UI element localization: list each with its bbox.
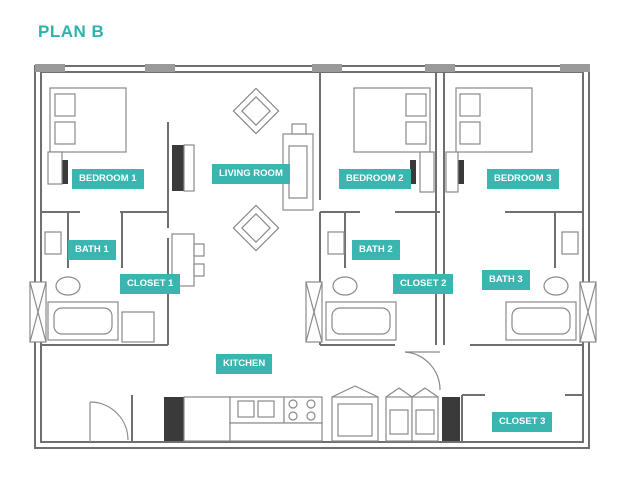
- plan-title: PLAN B: [38, 22, 105, 41]
- label-bath-3: BATH 3: [482, 270, 530, 290]
- label-living-room: LIVING ROOM: [212, 164, 290, 184]
- label-closet-1: CLOSET 1: [120, 274, 181, 294]
- label-closet-3: CLOSET 3: [492, 412, 553, 432]
- bath-2-fixtures: [305, 231, 397, 343]
- label-bedroom-3: BEDROOM 3: [487, 169, 559, 189]
- label-closet-2: CLOSET 2: [393, 274, 454, 294]
- bath-1-fixtures: [29, 231, 155, 343]
- label-kitchen: KITCHEN: [216, 354, 273, 374]
- doors: [89, 351, 441, 442]
- bed-2: [353, 87, 435, 193]
- living-furniture: [171, 87, 314, 287]
- kitchen-counter: [164, 385, 460, 442]
- label-bedroom-2: BEDROOM 2: [339, 169, 411, 189]
- bed-3: [445, 87, 533, 193]
- label-bath-2: BATH 2: [352, 240, 400, 260]
- label-bedroom-1: BEDROOM 1: [72, 169, 144, 189]
- bed-1: [47, 87, 127, 185]
- label-bath-1: BATH 1: [68, 240, 116, 260]
- windows: [35, 64, 590, 72]
- bath-3-fixtures: [505, 231, 597, 343]
- interior-walls: [41, 72, 583, 442]
